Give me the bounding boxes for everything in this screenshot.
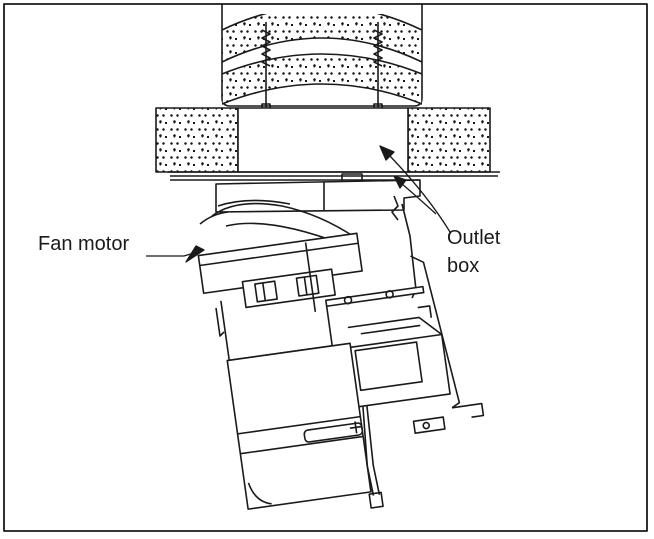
outlet-label-line1: Outlet [447, 227, 501, 249]
fan-motor-leader [146, 245, 205, 263]
blower-housing [226, 342, 372, 510]
fan-motor-label: Fan motor [38, 233, 130, 255]
outlet-box [168, 107, 500, 183]
diagram-frame [3, 3, 648, 532]
fan-motor-assembly [197, 232, 485, 510]
outlet-box-leader [379, 145, 451, 233]
ceiling-joist-left [155, 107, 239, 173]
outlet-label-line2: box [447, 255, 480, 277]
ceiling-joist-right [407, 107, 491, 173]
upper-housing [221, 4, 423, 113]
